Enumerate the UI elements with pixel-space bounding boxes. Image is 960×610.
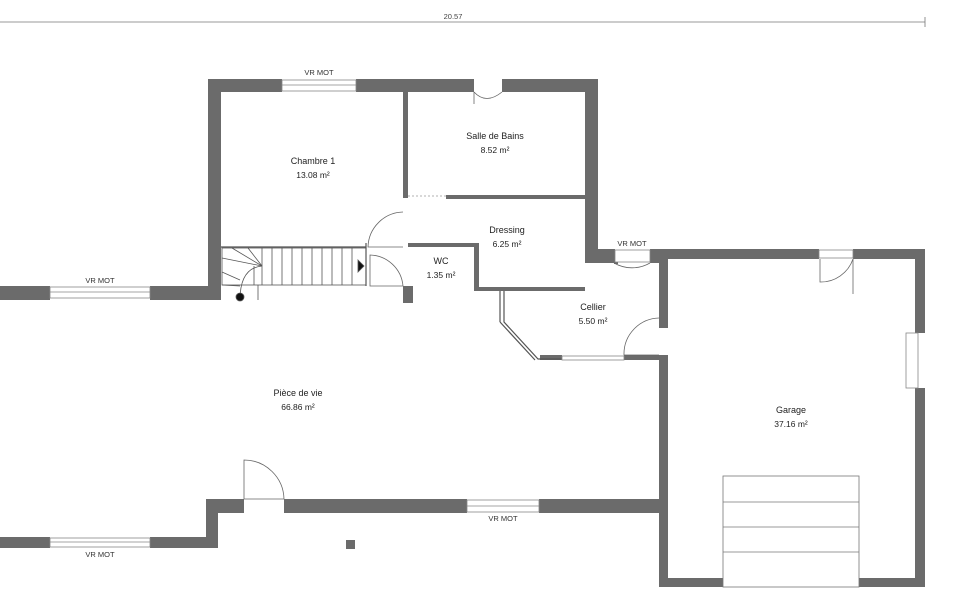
overall-dimension: 20.57 <box>444 12 463 21</box>
room-area: 66.86 m² <box>281 402 315 412</box>
room-name: Garage <box>776 405 806 415</box>
room-area: 6.25 m² <box>493 239 522 249</box>
windows <box>49 79 919 548</box>
room-area: 1.35 m² <box>427 270 456 280</box>
room-area: 13.08 m² <box>296 170 330 180</box>
garage-door <box>722 475 860 588</box>
room-chambre-1: Chambre 1 13.08 m² <box>291 156 336 180</box>
doors <box>243 91 854 500</box>
shutter-label-cellier: VR MOT <box>617 239 647 248</box>
room-dressing: Dressing 6.25 m² <box>489 225 525 249</box>
room-area: 8.52 m² <box>481 145 510 155</box>
room-name: Pièce de vie <box>273 388 322 398</box>
thin-walls <box>221 243 562 361</box>
room-area: 37.16 m² <box>774 419 808 429</box>
room-cellier: Cellier 5.50 m² <box>579 302 608 326</box>
room-name: Cellier <box>580 302 606 312</box>
shutter-label-living-bottom-left: VR MOT <box>85 550 115 559</box>
room-name: Chambre 1 <box>291 156 336 166</box>
room-piece-de-vie: Pièce de vie 66.86 m² <box>273 388 322 412</box>
shutter-label-chambre: VR MOT <box>304 68 334 77</box>
room-name: Salle de Bains <box>466 131 524 141</box>
room-garage: Garage 37.16 m² <box>774 405 808 429</box>
dimension-line: 20.57 <box>0 12 926 27</box>
room-name: WC <box>434 256 449 266</box>
staircase <box>221 247 367 302</box>
room-salle-de-bains: Salle de Bains 8.52 m² <box>466 131 524 155</box>
room-area: 5.50 m² <box>579 316 608 326</box>
room-wc: WC 1.35 m² <box>427 256 456 280</box>
walls <box>0 79 925 587</box>
room-name: Dressing <box>489 225 525 235</box>
shutter-label-living-bottom: VR MOT <box>488 514 518 523</box>
shutter-label-living-top: VR MOT <box>85 276 115 285</box>
